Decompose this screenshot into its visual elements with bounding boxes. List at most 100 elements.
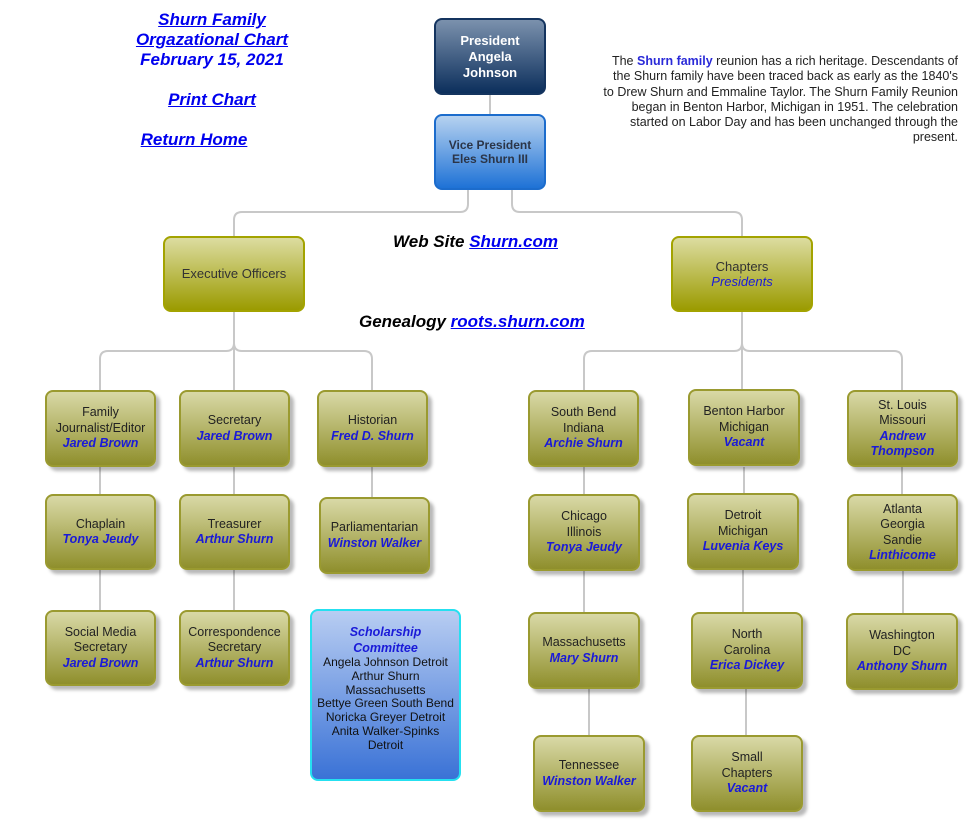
scholarship-member: Detroit: [367, 737, 404, 752]
connector-exec-historian: [233, 342, 373, 390]
node-officer[interactable]: Correspondence Secretary Arthur Shurn: [179, 610, 290, 686]
scholarship-member: Massachusetts: [345, 682, 426, 697]
node-officer[interactable]: Historian Fred D. Shurn: [317, 390, 428, 467]
website-line: Web Site Shurn.com: [393, 232, 558, 252]
node-chapter[interactable]: Detroit Michigan Luvenia Keys: [687, 493, 799, 570]
node-scholarship-committee[interactable]: Scholarship Committee Angela Johnson Det…: [310, 609, 461, 781]
chapter-place: Missouri: [879, 413, 926, 427]
chapter-place: Atlanta: [883, 501, 922, 516]
officer-role: Chaplain: [75, 516, 126, 531]
chapter-president: Linthicome: [869, 548, 936, 562]
chapter-president: Mary Shurn: [549, 650, 619, 665]
connector-chapters-right: [741, 342, 903, 390]
node-chapter[interactable]: Washington DC Anthony Shurn: [846, 613, 958, 690]
node-officer[interactable]: Family Journalist/Editor Jared Brown: [45, 390, 156, 467]
node-president[interactable]: President Angela Johnson: [434, 18, 546, 95]
vp-title: Vice President: [448, 138, 532, 152]
executive-title: Executive Officers: [181, 266, 287, 282]
title-line1: Shurn Family: [158, 10, 266, 29]
scholarship-title: Scholarship: [349, 625, 422, 639]
officer-name: Arthur Shurn: [195, 655, 274, 670]
node-officer[interactable]: Treasurer Arthur Shurn: [179, 494, 290, 570]
node-chapter[interactable]: North Carolina Erica Dickey: [691, 612, 803, 689]
connector-vp-chapters: [511, 190, 743, 236]
officer-role: Correspondence: [188, 624, 281, 639]
chapter-place: Small: [731, 750, 763, 765]
officer-name: Winston Walker: [327, 535, 422, 550]
chapter-place: Washington: [869, 628, 935, 643]
officer-role: Historian: [347, 413, 398, 427]
node-officer[interactable]: Social Media Secretary Jared Brown: [45, 610, 156, 686]
node-chapters[interactable]: Chapters Presidents: [671, 236, 813, 312]
chart-date: February 15, 2021: [140, 50, 284, 69]
chapter-place: Carolina: [723, 642, 771, 657]
node-officer[interactable]: Chaplain Tonya Jeudy: [45, 494, 156, 570]
chapter-place: DC: [892, 643, 912, 658]
node-chapter[interactable]: Small Chapters Vacant: [691, 735, 803, 812]
node-chapter[interactable]: Chicago Illinois Tonya Jeudy: [528, 494, 640, 571]
node-executive-officers[interactable]: Executive Officers: [163, 236, 305, 312]
node-vice-president[interactable]: Vice President Eles Shurn III: [434, 114, 546, 190]
chapter-place: Michigan: [717, 523, 769, 538]
chapter-place: St. Louis: [878, 397, 927, 412]
chapter-president: Erica Dickey: [709, 658, 785, 673]
node-chapter[interactable]: St. Louis Missouri Andrew Thompson: [847, 390, 958, 467]
scholarship-member: Bettye Green South Bend: [317, 696, 454, 711]
website-label: Web Site: [393, 232, 470, 251]
chapter-place: Indiana: [562, 420, 604, 435]
chapter-place: Georgia: [880, 517, 925, 531]
officer-name: Jared Brown: [62, 655, 139, 670]
print-wrap: Print Chart: [140, 90, 284, 110]
chapter-president: Luvenia Keys: [702, 539, 784, 554]
print-chart-link[interactable]: Print Chart: [168, 90, 256, 109]
officer-name: Jared Brown: [62, 436, 139, 451]
return-home-link[interactable]: Return Home: [140, 130, 248, 149]
chapter-place: Detroit: [724, 508, 762, 523]
president-title: President: [460, 32, 520, 48]
chapters-title: Chapters: [715, 258, 769, 274]
node-officer[interactable]: Parliamentarian Winston Walker: [319, 497, 430, 574]
officer-role: Secretary: [207, 640, 262, 655]
genealogy-link[interactable]: roots.shurn.com: [450, 312, 585, 331]
chapter-place: Michigan: [718, 419, 770, 434]
node-chapter[interactable]: Massachusetts Mary Shurn: [528, 612, 640, 689]
scholarship-member: Anita Walker-Spinks: [331, 723, 440, 738]
chapter-president: Archie Shurn: [544, 436, 623, 451]
website-link[interactable]: Shurn.com: [469, 232, 558, 251]
scholarship-member: Arthur Shurn: [351, 668, 420, 683]
chapters-subtitle: Presidents: [711, 274, 773, 289]
officer-role: Social Media: [64, 624, 137, 639]
node-chapter[interactable]: South Bend Indiana Archie Shurn: [528, 390, 639, 467]
node-officer[interactable]: Secretary Jared Brown: [179, 390, 290, 467]
scholarship-member: Noricka Greyer Detroit: [325, 710, 446, 725]
chapter-place: Chapters: [721, 765, 773, 780]
home-wrap: Return Home: [122, 130, 266, 150]
officer-role: Treasurer: [207, 516, 262, 531]
officer-name: Arthur Shurn: [195, 532, 274, 546]
node-chapter[interactable]: Tennessee Winston Walker: [533, 735, 645, 812]
intro-paragraph: The Shurn family reunion has a rich heri…: [600, 54, 958, 146]
chapter-place: Sandie: [883, 532, 922, 547]
node-chapter[interactable]: Atlanta Georgia Sandie Linthicome: [847, 494, 958, 571]
officer-role: Journalist/Editor: [55, 420, 146, 435]
officer-name: Fred D. Shurn: [331, 428, 414, 443]
chapter-president: Vacant: [723, 435, 765, 450]
president-name-first: Angela: [468, 48, 512, 64]
chapter-place: Benton Harbor: [703, 404, 785, 419]
chapter-place: Massachusetts: [542, 635, 626, 649]
node-chapter[interactable]: Benton Harbor Michigan Vacant: [688, 389, 800, 466]
scholarship-member: Angela Johnson Detroit: [323, 655, 448, 669]
connector-chapters-left: [583, 312, 743, 390]
officer-name: Tonya Jeudy: [62, 532, 139, 546]
officer-role: Secretary: [73, 640, 128, 655]
officer-role: Family: [82, 405, 119, 420]
chapter-president: Vacant: [726, 781, 768, 796]
chapter-president: Tonya Jeudy: [546, 540, 622, 555]
connector-exec-officers: [99, 312, 235, 390]
chapter-place: North: [731, 627, 763, 642]
chapter-place: Illinois: [566, 524, 602, 539]
intro-highlight: Shurn family: [636, 54, 713, 68]
